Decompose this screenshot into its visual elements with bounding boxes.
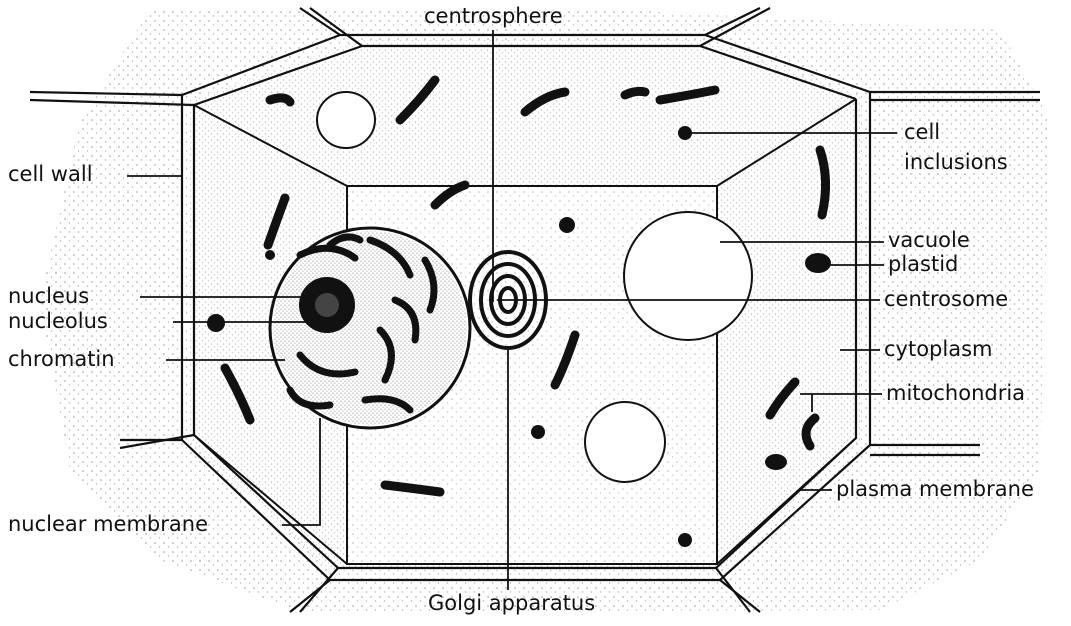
nucleus-shape: [270, 228, 470, 428]
label-cell-wall: cell wall: [8, 164, 93, 185]
label-vacuole: vacuole: [888, 230, 970, 251]
label-cell-inclusions-1: cell: [904, 122, 940, 143]
label-nuclear-membrane: nuclear membrane: [8, 514, 208, 535]
label-nucleolus: nucleolus: [8, 311, 108, 332]
label-golgi-apparatus: Golgi apparatus: [428, 593, 595, 614]
label-chromatin: chromatin: [8, 349, 115, 370]
label-cell-inclusions-2: inclusions: [904, 152, 1008, 173]
label-centrosphere: centrosphere: [424, 6, 563, 27]
label-mitochondria: mitochondria: [886, 383, 1025, 404]
label-plastid: plastid: [888, 254, 958, 275]
label-cytoplasm: cytoplasm: [884, 339, 993, 360]
label-centrosome: centrosome: [884, 289, 1008, 310]
label-nucleus: nucleus: [8, 286, 89, 307]
label-plasma-membrane: plasma membrane: [836, 479, 1034, 500]
